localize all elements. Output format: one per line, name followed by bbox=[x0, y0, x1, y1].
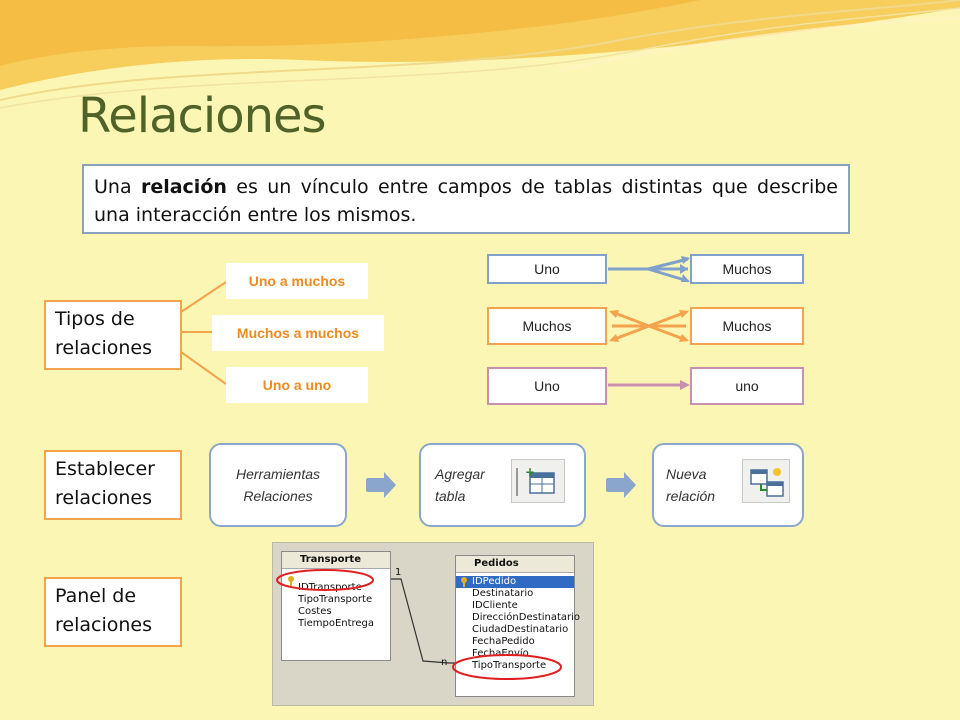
example-one-right: uno bbox=[690, 367, 804, 405]
intro-text-start: Una bbox=[94, 176, 141, 198]
table-pedidos[interactable]: Pedidos IDPedido Destinatario IDCliente … bbox=[455, 555, 581, 697]
svg-text:+: + bbox=[525, 465, 535, 479]
table-row[interactable]: TipoTransporte bbox=[472, 660, 547, 671]
intro-text-box: Una relación es un vínculo entre campos … bbox=[82, 164, 850, 234]
table-row[interactable]: DirecciónDestinatario bbox=[472, 612, 581, 623]
step-arrow-2 bbox=[606, 472, 636, 498]
relations-panel: Transporte IDTransporte TipoTransporte C… bbox=[272, 542, 594, 706]
relation-join-layer: 1 n bbox=[276, 567, 562, 680]
connector-line bbox=[180, 281, 227, 313]
join-line bbox=[391, 578, 455, 664]
table-row[interactable]: FechaEnvío bbox=[472, 648, 529, 659]
key-icon bbox=[461, 577, 467, 587]
key-icon bbox=[288, 576, 294, 586]
add-table-icon-graphic: + bbox=[516, 465, 555, 496]
example-one-left: Uno bbox=[487, 254, 607, 284]
example-many-right-2: Muchos bbox=[690, 307, 804, 345]
highlight-tipotransporte bbox=[452, 654, 562, 680]
many-marker: n bbox=[441, 657, 447, 668]
table-row[interactable]: IDCliente bbox=[472, 600, 518, 611]
intro-text-end: es un vínculo entre campos de tablas dis… bbox=[94, 176, 838, 226]
table-transporte[interactable]: Transporte IDTransporte TipoTransporte C… bbox=[281, 551, 391, 661]
step-tools-relations-label: Herramientas Relaciones bbox=[235, 466, 321, 504]
connector-line bbox=[180, 351, 227, 385]
table-pedidos-title: Pedidos bbox=[456, 556, 574, 573]
step-arrow-1 bbox=[366, 472, 396, 498]
example-many-right: Muchos bbox=[690, 254, 804, 284]
table-row[interactable]: CiudadDestinatario bbox=[472, 624, 569, 635]
step-tools-relations: Herramientas Relaciones bbox=[209, 443, 347, 527]
new-relation-icon-graphic bbox=[750, 468, 784, 497]
step-new-relation-label: Nueva relación bbox=[666, 466, 716, 504]
new-relation-icon[interactable] bbox=[742, 459, 790, 503]
establish-section-label: Establecer relaciones bbox=[44, 450, 182, 520]
example-many-left: Muchos bbox=[487, 307, 607, 345]
many-to-many-arrows bbox=[611, 310, 687, 342]
table-row[interactable]: FechaPedido bbox=[472, 636, 535, 647]
step-add-table-label: Agregar tabla bbox=[435, 466, 485, 504]
types-section-label: Tipos de relaciones bbox=[44, 300, 182, 370]
add-table-icon[interactable]: + bbox=[511, 459, 565, 503]
one-to-many-arrows bbox=[608, 257, 689, 283]
table-row[interactable]: Costes bbox=[298, 606, 332, 617]
table-row[interactable]: IDTransporte bbox=[298, 582, 362, 593]
step-add-table: Agregar tabla + bbox=[419, 443, 586, 527]
panel-section-label: Panel de relaciones bbox=[44, 577, 182, 647]
example-one-left-2: Uno bbox=[487, 367, 607, 405]
type-many-to-many: Muchos a muchos bbox=[212, 315, 384, 351]
table-row[interactable]: IDPedido bbox=[456, 576, 574, 588]
table-transporte-title: Transporte bbox=[282, 552, 390, 569]
table-row[interactable]: TiempoEntrega bbox=[298, 618, 375, 629]
one-marker: 1 bbox=[395, 567, 401, 578]
type-one-to-one: Uno a uno bbox=[226, 367, 368, 403]
table-row[interactable]: TipoTransporte bbox=[298, 594, 373, 605]
step-new-relation: Nueva relación bbox=[652, 443, 804, 527]
highlight-idtransporte bbox=[276, 569, 374, 591]
intro-text-bold: relación bbox=[140, 176, 227, 198]
type-one-to-many: Uno a muchos bbox=[226, 263, 368, 299]
table-row[interactable]: Destinatario bbox=[472, 588, 534, 599]
slide-title: Relaciones bbox=[78, 88, 327, 144]
